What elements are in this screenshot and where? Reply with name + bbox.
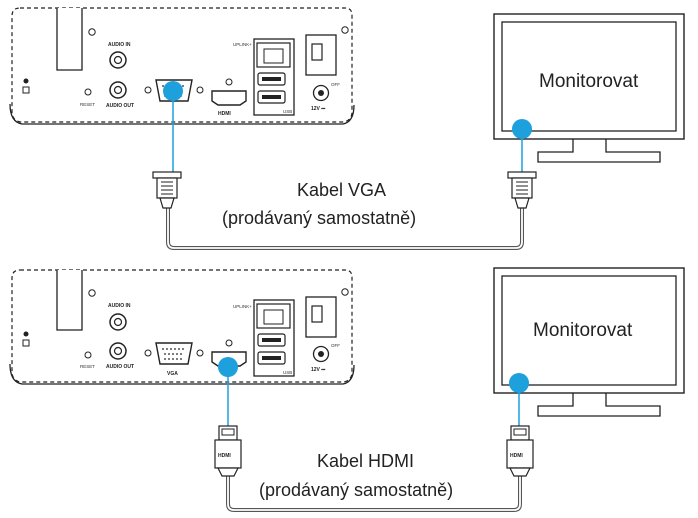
- antenna-icon: [56, 270, 83, 331]
- power-jack: [312, 84, 330, 102]
- bottom-monitor: Monitorovat: [493, 267, 685, 417]
- usb-port: [257, 90, 286, 104]
- monitor-vga-connection-point: [512, 119, 532, 139]
- ground-icon: [23, 331, 29, 337]
- hdmi-plug-label: HDMI: [218, 453, 231, 459]
- vga-cable: Kabel VGA (prodávaný samostatně): [152, 81, 537, 250]
- audio-in-label: AUDIO IN: [108, 42, 131, 48]
- off-label: OFF: [331, 82, 340, 87]
- vga-plug-left: [152, 171, 182, 209]
- hdmi-connection-point: [218, 357, 238, 377]
- power-switch: [305, 34, 337, 76]
- hdmi-plug-right: HDMI: [506, 425, 534, 477]
- power-label: 12V ⎓: [311, 367, 325, 373]
- power-label: 12V ⎓: [311, 106, 325, 112]
- power-jack: [312, 345, 330, 363]
- hdmi-port-label: HDMI: [218, 111, 231, 117]
- bottom-monitor-label: Monitorovat: [533, 320, 633, 341]
- audio-in-label: AUDIO IN: [108, 303, 131, 309]
- hdmi-plug-label: HDMI: [510, 453, 523, 459]
- audio-out-port: [109, 342, 127, 360]
- hdmi-plug-left: HDMI: [214, 425, 242, 477]
- usb-port: [257, 72, 286, 86]
- hdmi-cable-note: (prodávaný samostatně): [259, 480, 453, 500]
- top-monitor-label: Monitorovat: [539, 71, 639, 92]
- audio-out-port: [109, 81, 127, 99]
- usb-label: USB: [283, 109, 292, 114]
- usb-label: USB: [283, 370, 292, 375]
- hdmi-cable-title: Kabel HDMI: [317, 451, 414, 471]
- vga-cable-title: Kabel VGA: [297, 180, 386, 200]
- power-switch: [305, 296, 337, 338]
- antenna-icon: [56, 8, 83, 71]
- screw-icon: [225, 78, 233, 86]
- vga-plug-right: [507, 171, 537, 209]
- hdmi-port: [211, 90, 247, 106]
- screw-icon: [225, 339, 233, 347]
- reset-label: RESET: [80, 364, 95, 369]
- lan-port: [256, 303, 291, 329]
- screw-icon: [88, 289, 96, 297]
- uplink-label: UPLINK+: [233, 42, 252, 47]
- audio-in-port: [109, 51, 127, 69]
- usb-port: [257, 333, 286, 347]
- vga-port-label: VGA: [167, 371, 178, 377]
- audio-out-label: AUDIO OUT: [106, 364, 134, 370]
- uplink-label: UPLINK+: [233, 304, 252, 309]
- lan-port: [256, 42, 291, 68]
- top-nvr-device: RESET AUDIO IN AUDIO OUT HDMI UPLINK+: [9, 7, 355, 125]
- screw-icon: [341, 26, 349, 34]
- vga-port: VGA: [144, 342, 204, 377]
- vga-cable-note: (prodávaný samostatně): [222, 208, 416, 228]
- audio-out-label: AUDIO OUT: [106, 103, 134, 109]
- usb-port: [257, 351, 286, 365]
- ground-icon: [23, 78, 29, 84]
- reset-label: RESET: [80, 102, 95, 107]
- audio-in-port: [109, 313, 127, 331]
- screw-icon: [341, 288, 349, 296]
- hdmi-port: [211, 351, 247, 367]
- screw-icon: [88, 28, 96, 36]
- top-monitor: Monitorovat: [493, 13, 685, 163]
- reset-button[interactable]: [84, 351, 92, 359]
- reset-button[interactable]: [84, 88, 92, 96]
- bottom-nvr-device: RESET AUDIO IN AUDIO OUT VGA UPLINK+: [9, 269, 355, 385]
- vga-connection-point: [163, 81, 183, 101]
- hdmi-cable: HDMI HDMI Kabel HDMI (prodávaný samostat…: [214, 357, 534, 512]
- off-label: OFF: [331, 343, 340, 348]
- monitor-hdmi-connection-point: [509, 373, 529, 393]
